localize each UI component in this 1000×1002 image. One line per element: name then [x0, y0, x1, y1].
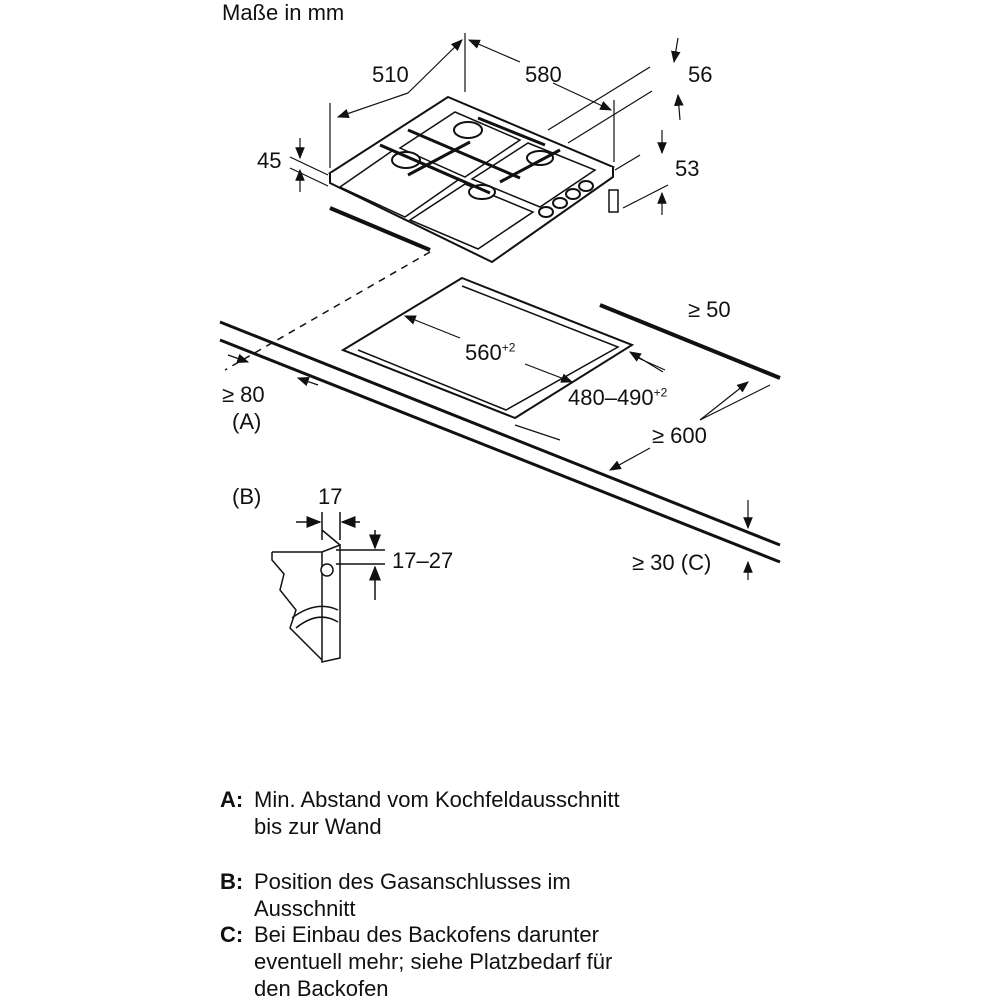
dim-wall-distance: ≥ 80 — [222, 382, 265, 407]
countertop — [219, 206, 781, 564]
legend-line: den Backofen — [254, 976, 389, 1001]
label-a: (A) — [232, 409, 262, 434]
gas-connection-detail — [271, 512, 385, 663]
dimension-lines — [227, 33, 771, 580]
label-c: (C) — [680, 550, 712, 575]
dim-b-height: 17–27 — [392, 548, 454, 573]
dim-wall-right: ≥ 50 — [688, 297, 731, 322]
legend-key: B: — [220, 869, 244, 894]
legend-line: eventuell mehr; siehe Platzbedarf für — [254, 949, 613, 974]
legend-line: Position des Gasanschlusses im — [254, 869, 571, 894]
units-title: Maße in mm — [222, 0, 345, 25]
dim-counter-depth: ≥ 600 — [652, 423, 707, 448]
dim-height-right: 56 — [688, 62, 713, 87]
cutout-depth-value: 480–490 — [568, 385, 654, 410]
legend-line: Bei Einbau des Backofens darunter — [254, 922, 599, 947]
cutout-depth-tolerance: +2 — [653, 385, 668, 400]
cutout-width-value: 560 — [465, 340, 502, 365]
dim-height-left: 45 — [257, 148, 282, 173]
label-b: (B) — [232, 484, 262, 509]
dim-cutout-width: 560+2 — [465, 340, 515, 366]
cutout-width-tolerance: +2 — [501, 340, 516, 355]
dim-height-pipe: 53 — [675, 156, 700, 181]
dim-width: 580 — [525, 62, 562, 87]
dim-depth: 510 — [372, 62, 409, 87]
dim-cutout-depth: 480–490+2 — [568, 385, 667, 411]
legend-key: C: — [220, 922, 244, 947]
dim-c-distance: ≥ 30 (C) — [632, 550, 711, 576]
dim-b-width: 17 — [318, 484, 343, 509]
c-distance-value: ≥ 30 — [632, 550, 675, 575]
legend-line: Ausschnitt — [254, 896, 356, 921]
legend-key: A: — [220, 787, 244, 812]
legend-line: bis zur Wand — [254, 814, 382, 839]
legend-line: Min. Abstand vom Kochfeldausschnitt — [254, 787, 620, 812]
gas-hob — [327, 95, 619, 264]
